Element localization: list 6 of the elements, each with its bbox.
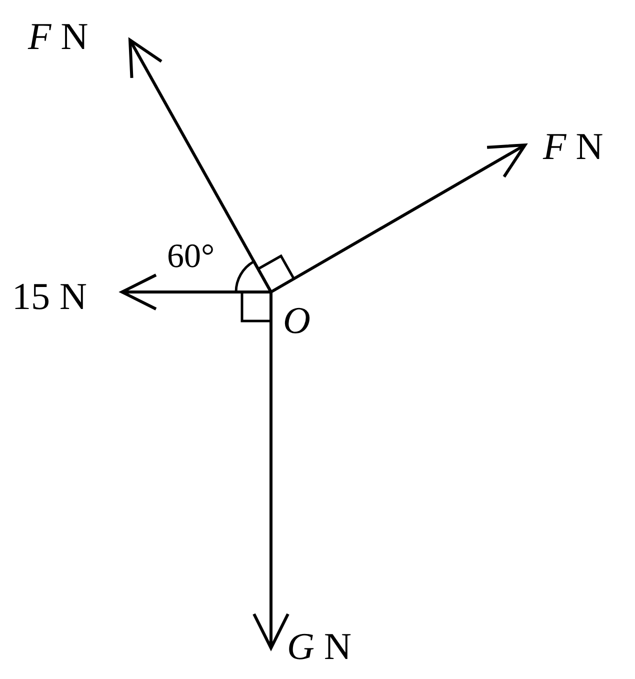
force-label: F N [28, 18, 88, 56]
force-label: G N [287, 628, 352, 666]
point-label: O [283, 302, 310, 340]
force-label: 15 N [12, 278, 87, 316]
force-label: F N [543, 128, 604, 166]
angle-label: 60° [167, 240, 215, 274]
